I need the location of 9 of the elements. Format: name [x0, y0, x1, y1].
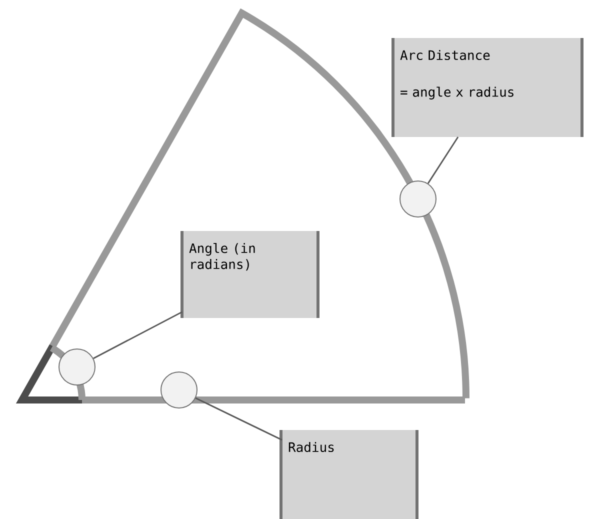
- leader-line: [427, 136, 459, 184]
- callout-box: Radius: [280, 428, 418, 519]
- circle-marker: [58, 348, 96, 386]
- leader-line: [93, 311, 182, 360]
- circle-marker: [160, 371, 198, 408]
- callout-box: Angle (in radians): [180, 230, 320, 320]
- leader-line: [195, 397, 282, 441]
- circle-marker: [400, 180, 436, 218]
- callout-box: Arc Distance = angle x radius: [392, 36, 584, 138]
